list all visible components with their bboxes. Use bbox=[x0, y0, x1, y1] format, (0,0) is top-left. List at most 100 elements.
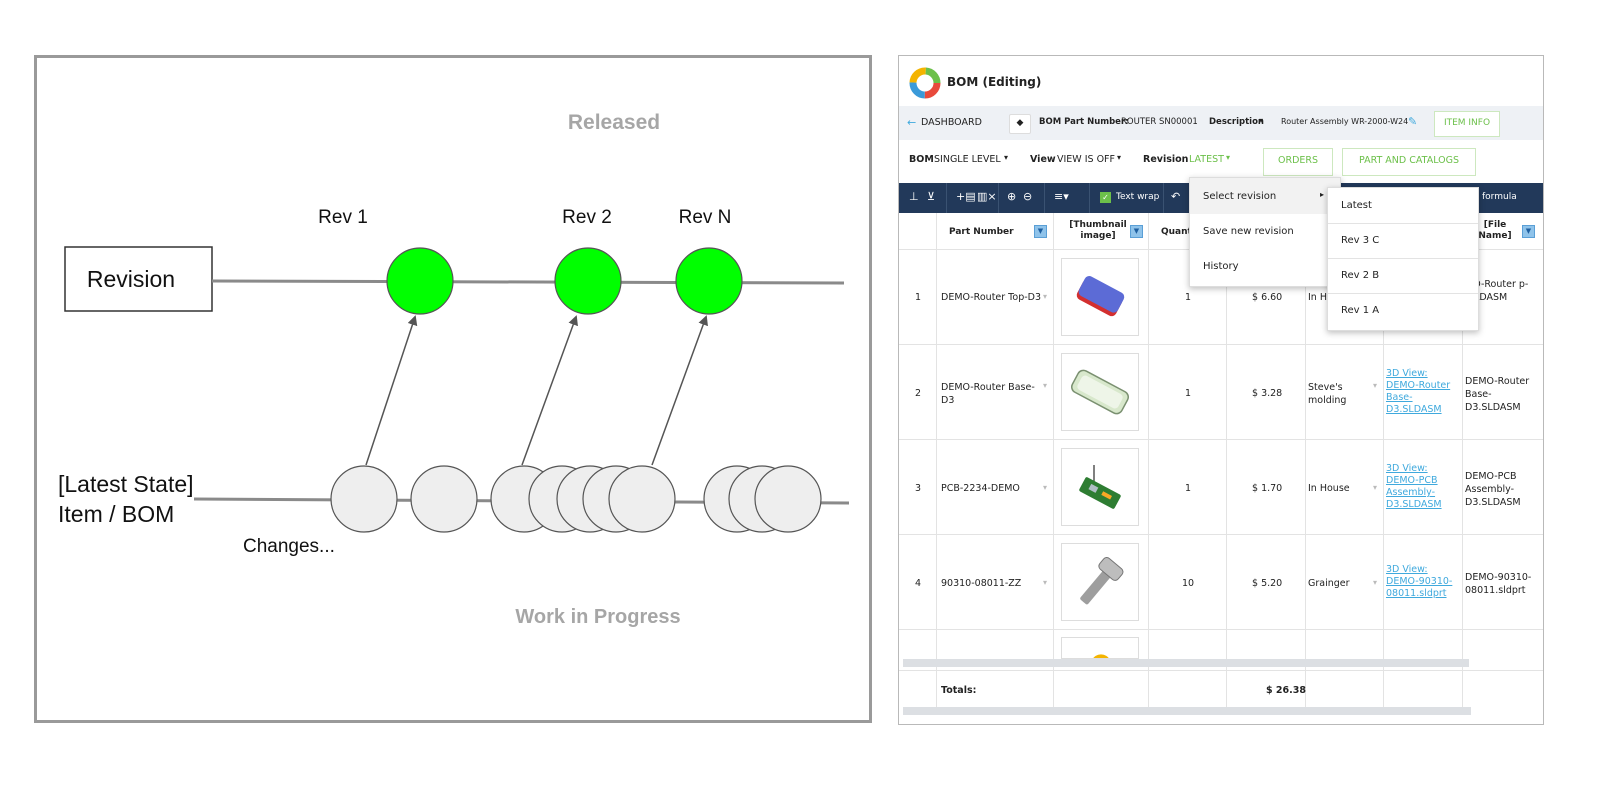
vendor-cell[interactable]: In House bbox=[1308, 483, 1350, 494]
edit-pencil-icon[interactable]: ✎ bbox=[1408, 115, 1418, 128]
page-title: BOM (Editing) bbox=[947, 75, 1042, 89]
delete-column-icon[interactable]: ▥× bbox=[977, 190, 997, 203]
bom-options-row: BOM SINGLE LEVEL ▾ View VIEW IS OFF ▾ Re… bbox=[899, 140, 1543, 182]
bom-editor-window: BOM (Editing) ← DASHBOARD ◆ BOM Part Num… bbox=[898, 55, 1544, 725]
helmet-icon bbox=[1093, 654, 1109, 658]
file-name-cell[interactable]: DEMO-90310-08011.sldprt bbox=[1465, 572, 1532, 596]
thumbnail-image[interactable] bbox=[1061, 448, 1139, 526]
table-row[interactable]: 3 PCB-2234-DEMO ▾ 1 $ 1.70 In House ▾ 3D… bbox=[899, 440, 1543, 534]
text-wrap-label[interactable]: Text wrap bbox=[1116, 192, 1160, 202]
change-node bbox=[754, 465, 822, 533]
thumbnail-image[interactable] bbox=[1061, 353, 1139, 431]
column-header-part-number[interactable]: Part Number bbox=[949, 227, 1014, 237]
table-row[interactable]: 2 DEMO-Router Base-D3 ▾ 1 $ 3.28 Steve's… bbox=[899, 345, 1543, 439]
align-icon[interactable]: ≡▾ bbox=[1054, 190, 1069, 203]
description-label[interactable]: Description bbox=[1209, 117, 1264, 127]
cell-dropdown-icon[interactable]: ▾ bbox=[1373, 578, 1378, 587]
save-new-revision-item[interactable]: Save new revision bbox=[1203, 226, 1294, 237]
file-name-cell[interactable]: DEMO-Router Base-D3.SLDASM bbox=[1465, 376, 1530, 413]
insert-row-icon[interactable]: +▤ bbox=[956, 190, 976, 203]
undo-icon[interactable]: ↶ bbox=[1171, 190, 1181, 203]
cell-dropdown-icon[interactable]: ▾ bbox=[1043, 483, 1048, 492]
quantity-cell[interactable]: 1 bbox=[1185, 483, 1192, 494]
revision-option-rev-2b[interactable]: Rev 2 B bbox=[1341, 270, 1380, 281]
item-thumbnail-icon[interactable]: ◆ bbox=[1009, 114, 1031, 134]
bom-level-dropdown-icon[interactable]: ▾ bbox=[1004, 153, 1009, 162]
toolbar-separator bbox=[1044, 183, 1045, 213]
3d-view-link[interactable]: 3D View: DEMO-90310-08011.sldprt bbox=[1386, 564, 1453, 599]
revision-box bbox=[64, 246, 213, 312]
revision-option-latest[interactable]: Latest bbox=[1341, 200, 1372, 211]
view-select[interactable]: VIEW IS OFF bbox=[1057, 154, 1115, 165]
cost-cell[interactable]: $ 3.28 bbox=[1252, 388, 1283, 399]
quantity-cell[interactable]: 1 bbox=[1185, 388, 1192, 399]
bom-level-select[interactable]: SINGLE LEVEL bbox=[934, 154, 1001, 165]
grid-line bbox=[899, 439, 1543, 440]
text-wrap-checkbox-icon[interactable]: ✓ bbox=[1100, 192, 1111, 203]
cost-cell[interactable]: $ 5.20 bbox=[1252, 578, 1283, 589]
part-number-cell[interactable]: PCB-2234-DEMO bbox=[941, 483, 1020, 494]
revision-diagram: Released Work in Progress Revision [Late… bbox=[34, 55, 872, 723]
grid-line bbox=[936, 213, 937, 713]
cell-dropdown-icon[interactable]: ▾ bbox=[1043, 381, 1048, 390]
move-down-icon[interactable]: ⊖ bbox=[1023, 190, 1033, 203]
part-number-cell[interactable]: 90310-08011-ZZ bbox=[941, 578, 1022, 589]
cell-dropdown-icon[interactable]: ▾ bbox=[1373, 381, 1378, 390]
horizontal-scrollbar[interactable] bbox=[903, 659, 1469, 667]
item-bom-label: Item / BOM bbox=[58, 501, 174, 527]
vendor-cell[interactable]: Grainger bbox=[1308, 578, 1350, 589]
revision-box-label: Revision bbox=[87, 266, 175, 292]
table-row[interactable]: 4 90310-08011-ZZ ▾ 10 $ 5.20 Grainger ▾ … bbox=[899, 535, 1543, 629]
revision-label: Revision bbox=[1143, 154, 1189, 165]
grid-line bbox=[899, 629, 1543, 630]
part-number-cell[interactable]: DEMO-Router Base-D3 bbox=[941, 382, 1035, 406]
thumbnail-image[interactable] bbox=[1061, 258, 1139, 336]
column-header-thumbnail[interactable]: [Thumbnail image] bbox=[1069, 220, 1127, 241]
cell-dropdown-icon[interactable]: ▾ bbox=[1043, 292, 1048, 301]
thumbnail-image[interactable] bbox=[1061, 543, 1139, 621]
file-name-cell[interactable]: MO-Router p- .SLDASM bbox=[1465, 279, 1529, 303]
table-row[interactable]: 1 DEMO-Router Top-D3 ▾ 1 $ 6.60 In H MO-… bbox=[899, 250, 1543, 344]
cost-cell[interactable]: $ 1.70 bbox=[1252, 483, 1283, 494]
column-header-file-name[interactable]: [File Name] bbox=[1478, 220, 1512, 241]
revision-option-rev-1a[interactable]: Rev 1 A bbox=[1341, 305, 1380, 316]
3d-view-link[interactable]: 3D View: DEMO-Router Base-D3.SLDASM bbox=[1386, 368, 1451, 415]
toolbar-separator bbox=[946, 183, 947, 213]
rev-2-label: Rev 2 bbox=[562, 207, 612, 228]
menu-divider bbox=[1328, 293, 1478, 294]
filter-icon[interactable]: ▼ bbox=[1034, 225, 1047, 238]
row-number: 1 bbox=[915, 292, 922, 303]
parts-catalogs-button[interactable]: PART AND CATALOGS bbox=[1342, 148, 1476, 176]
select-revision-label[interactable]: Select revision bbox=[1203, 191, 1277, 202]
cell-dropdown-icon[interactable]: ▾ bbox=[1043, 578, 1048, 587]
cost-cell[interactable]: $ 6.60 bbox=[1252, 292, 1283, 303]
cell-dropdown-icon[interactable]: ▾ bbox=[1373, 483, 1378, 492]
part-number-cell[interactable]: DEMO-Router Top-D3 bbox=[941, 292, 1042, 303]
revision-select[interactable]: LATEST bbox=[1189, 154, 1224, 165]
filter-icon[interactable]: ▼ bbox=[1522, 225, 1535, 238]
remove-level-icon[interactable]: ⊻ bbox=[927, 190, 936, 203]
file-name-cell[interactable]: DEMO-PCB Assembly-D3.SLDASM bbox=[1465, 471, 1521, 508]
orders-button[interactable]: ORDERS bbox=[1263, 148, 1333, 176]
thumbnail-image[interactable] bbox=[1061, 637, 1139, 659]
hierarchy-icon[interactable]: ⊥ bbox=[909, 190, 919, 203]
quantity-cell[interactable]: 1 bbox=[1185, 292, 1192, 303]
item-info-button[interactable]: ITEM INFO bbox=[1434, 111, 1500, 137]
bottom-scrollbar[interactable] bbox=[903, 707, 1471, 715]
revision-option-rev-3c[interactable]: Rev 3 C bbox=[1341, 235, 1380, 246]
filter-icon[interactable]: ▼ bbox=[1130, 225, 1143, 238]
back-arrow-icon[interactable]: ← bbox=[907, 116, 917, 129]
column-header-quantity[interactable]: Quanti bbox=[1161, 227, 1195, 237]
dashboard-link[interactable]: DASHBOARD bbox=[921, 117, 982, 128]
menu-item-select-revision[interactable] bbox=[1190, 178, 1340, 214]
quantity-cell[interactable]: 10 bbox=[1182, 578, 1195, 589]
vendor-cell[interactable]: Steve's molding bbox=[1308, 382, 1347, 406]
history-item[interactable]: History bbox=[1203, 261, 1239, 272]
vendor-cell[interactable]: In H bbox=[1308, 292, 1327, 303]
description-dropdown-icon[interactable]: ▾ bbox=[1259, 116, 1264, 125]
move-up-icon[interactable]: ⊕ bbox=[1007, 190, 1017, 203]
revision-dropdown-icon[interactable]: ▾ bbox=[1226, 153, 1231, 162]
3d-view-link[interactable]: 3D View: DEMO-PCB Assembly-D3.SLDASM bbox=[1386, 463, 1442, 510]
view-dropdown-icon[interactable]: ▾ bbox=[1117, 153, 1122, 162]
formula-label[interactable]: formula bbox=[1482, 192, 1517, 202]
